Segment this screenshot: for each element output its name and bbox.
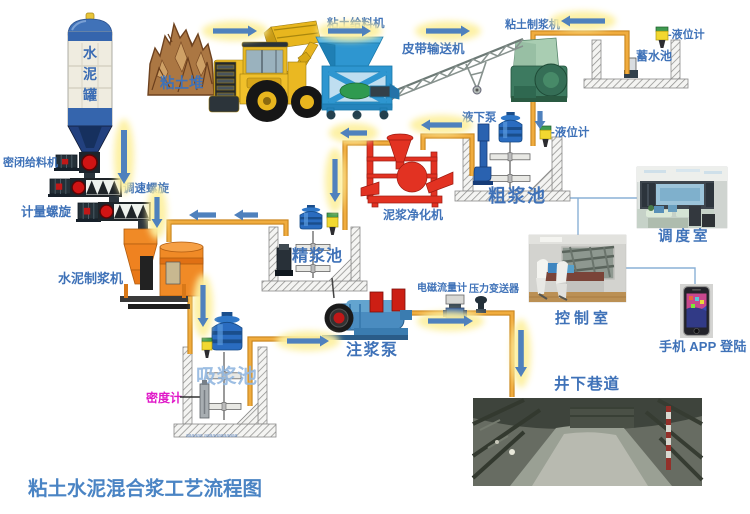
svg-text:粗浆池: 粗浆池 [488, 185, 547, 206]
svg-text:液下泵: 液下泵 [462, 110, 497, 124]
svg-text:粘土制浆机: 粘土制浆机 [505, 17, 560, 31]
svg-text:蓄水池: 蓄水池 [636, 48, 672, 63]
svg-text:粘土堆: 粘土堆 [160, 74, 204, 92]
svg-text:调度室: 调度室 [658, 227, 711, 245]
svg-text:aaaaaa aaaaaaaaaaaa: aaaaaa aaaaaaaaaaaa [186, 433, 238, 439]
svg-text:压力变送器: 压力变送器 [469, 282, 520, 295]
svg-text:-液位计: -液位计 [668, 27, 705, 41]
svg-text:粘土水泥混合浆工艺流程图: 粘土水泥混合浆工艺流程图 [28, 477, 262, 500]
svg-text:精浆池: 精浆池 [292, 246, 343, 265]
svg-text:电磁流量计: 电磁流量计 [417, 281, 467, 294]
svg-text:泥: 泥 [83, 66, 97, 82]
svg-text:水: 水 [83, 45, 98, 61]
svg-text:-液位计: -液位计 [551, 125, 590, 139]
svg-text:皮带输送机: 皮带输送机 [401, 41, 465, 56]
svg-text:井下巷道: 井下巷道 [554, 374, 620, 393]
svg-text:手机 APP 登陆: 手机 APP 登陆 [659, 339, 747, 354]
svg-text:水泥制浆机: 水泥制浆机 [58, 271, 123, 286]
svg-text:注浆泵: 注浆泵 [346, 340, 399, 359]
svg-text:计量螺旋: 计量螺旋 [21, 204, 72, 219]
svg-text:密度计: 密度计 [146, 390, 182, 405]
svg-text:密闭给料机: 密闭给料机 [3, 155, 58, 169]
svg-text:控制室: 控制室 [555, 309, 612, 327]
svg-text:罐: 罐 [82, 87, 97, 103]
svg-text:泥浆净化机: 泥浆净化机 [383, 207, 443, 222]
